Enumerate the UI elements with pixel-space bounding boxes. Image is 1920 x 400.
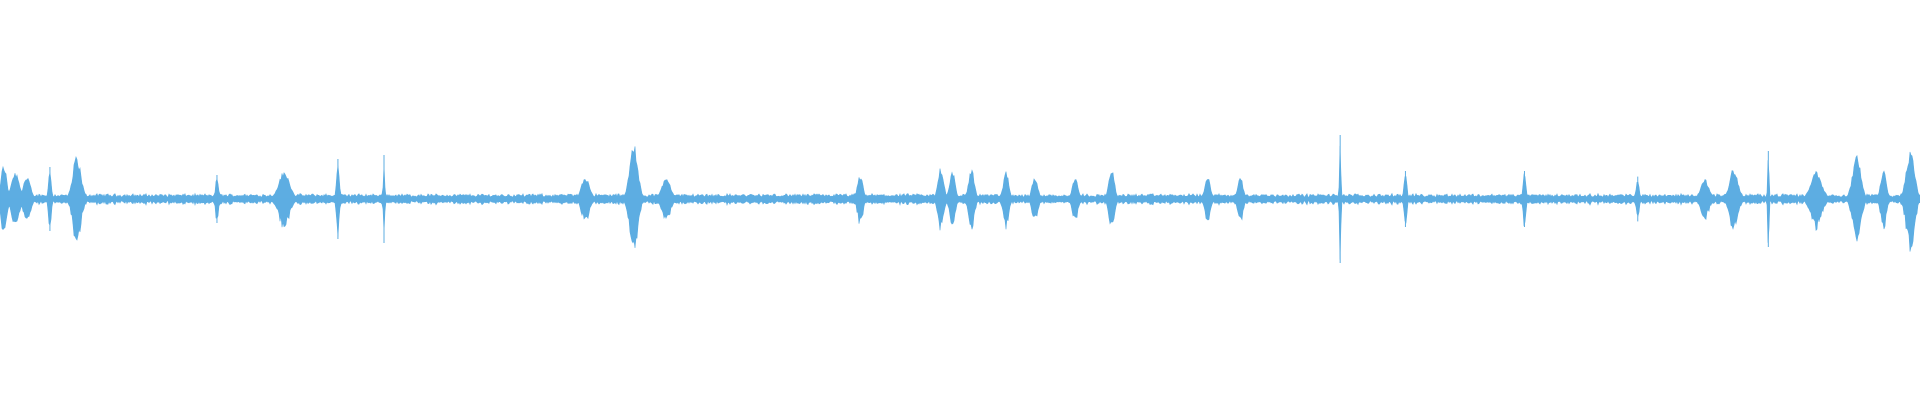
waveform-envelope [0, 145, 1920, 260]
